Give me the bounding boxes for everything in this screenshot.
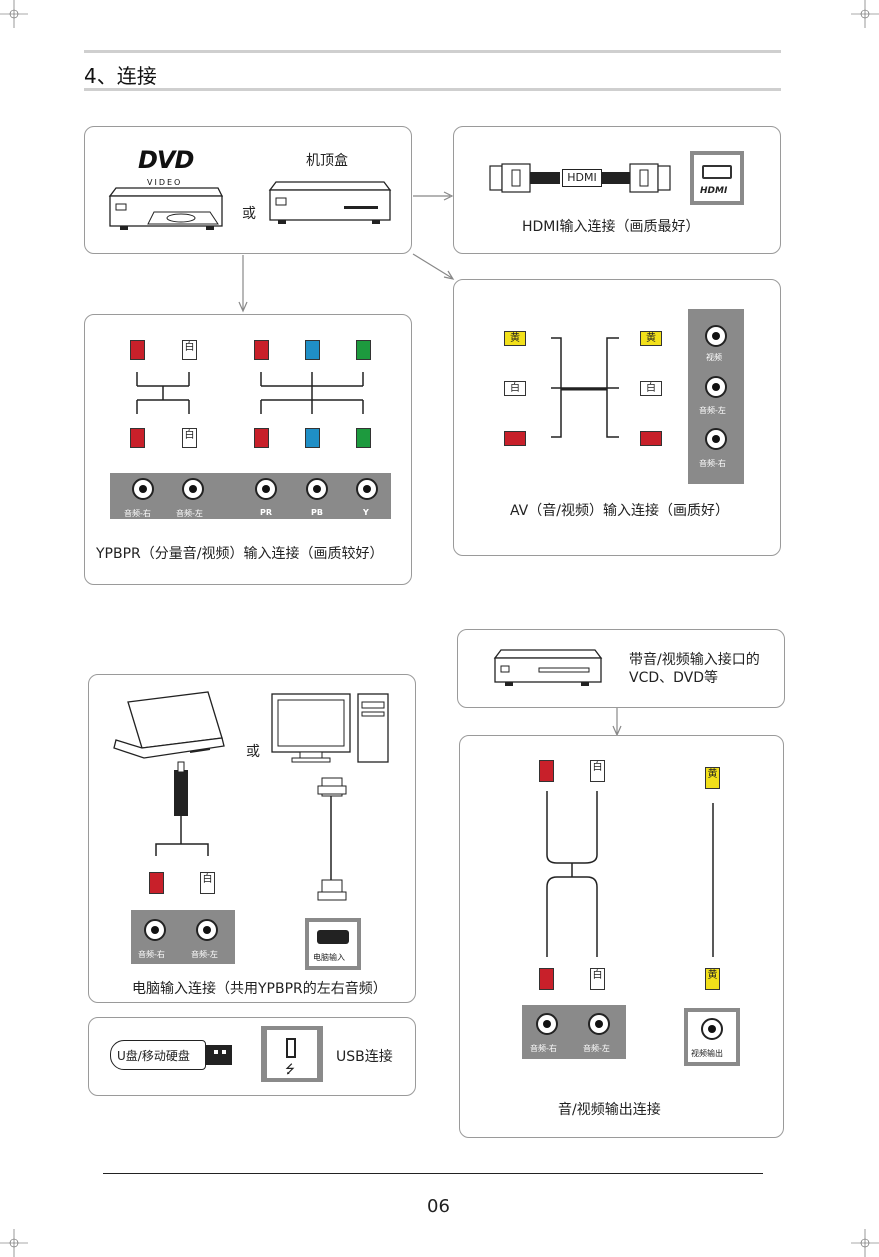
ypbpr-audio-right-plug-top	[130, 340, 145, 360]
ypbpr-audio-right-plug-bottom	[130, 428, 145, 448]
hdmi-cable-icon	[489, 163, 671, 193]
header-top-rule	[84, 50, 781, 53]
av-port-label: 视频	[706, 353, 722, 362]
ypbpr-port-label: PR	[260, 508, 273, 517]
pc-port-label: 音频-左	[191, 950, 218, 959]
av-video-plug-left: 黄	[504, 331, 526, 346]
usb-symbol-icon: ⭍	[285, 1062, 295, 1076]
video-out-port: 视频输出	[688, 1012, 736, 1062]
footer-rule	[103, 1173, 763, 1174]
output-audio-left-jack	[588, 1013, 610, 1035]
output-video-plug-top: 黄	[705, 767, 720, 789]
ypbpr-y-plug-bottom	[356, 428, 371, 448]
ypbpr-audio-left-plug-top: 白	[182, 340, 197, 360]
dvd-logo: DVD	[138, 146, 194, 174]
ypbpr-pr-plug-top	[254, 340, 269, 360]
ypbpr-audio-left-plug-bottom: 白	[182, 428, 197, 448]
hdmi-cable-label: HDMI	[562, 169, 602, 187]
usb-drive-icon: U盘/移动硬盘	[110, 1040, 206, 1070]
ypbpr-port-label: Y	[363, 508, 369, 517]
ypbpr-pb-plug-top	[305, 340, 320, 360]
dvd-player-icon	[108, 187, 224, 230]
hdmi-caption: HDMI输入连接（画质最好）	[522, 219, 700, 235]
vcd-dvd-player-icon	[493, 649, 603, 686]
output-port-label: 音频-右	[530, 1044, 557, 1053]
av-audio-right-plug-left	[504, 431, 526, 446]
av-audio-right-jack	[705, 428, 727, 450]
av-output-cables-icon	[546, 790, 714, 957]
output-device-caption: 带音/视频输入接口的 VCD、DVD等	[629, 652, 760, 686]
ypbpr-pr-jack	[255, 478, 277, 500]
av-cables-icon	[551, 337, 619, 438]
ypbpr-audio-left-jack	[182, 478, 204, 500]
desktop-pc-icon	[271, 693, 389, 763]
pc-audio-left-jack	[196, 919, 218, 941]
or-label-1: 或	[242, 206, 256, 222]
pc-audio-right-plug	[149, 872, 164, 894]
ypbpr-audio-right-jack	[132, 478, 154, 500]
ypbpr-y-plug-top	[356, 340, 371, 360]
ypbpr-y-jack	[356, 478, 378, 500]
ypbpr-port-label: PB	[311, 508, 323, 517]
output-video-plug-bottom: 黄	[705, 968, 720, 990]
pc-audio-right-jack	[144, 919, 166, 941]
usb-device-label: U盘/移动硬盘	[117, 1049, 190, 1063]
ypbpr-cables-icon	[136, 372, 364, 414]
av-caption: AV（音/视频）输入连接（画质好）	[510, 503, 729, 519]
vga-port-label: 电脑输入	[313, 953, 345, 962]
or-label-2: 或	[246, 744, 260, 760]
av-output-caption: 音/视频输出连接	[558, 1102, 661, 1118]
hdmi-port: HDMI	[694, 155, 740, 201]
page-number: 06	[427, 1196, 450, 1217]
output-audio-right-jack	[536, 1013, 558, 1035]
av-video-plug-right: 黄	[640, 331, 662, 346]
hdmi-port-label: HDMI	[700, 186, 728, 196]
section-title: 4、连接	[84, 64, 157, 88]
laptop-icon	[113, 691, 225, 759]
dvd-logo-sub: VIDEO	[147, 178, 183, 187]
av-audio-left-plug-left: 白	[504, 381, 526, 396]
pc-audio-left-plug: 白	[200, 872, 215, 894]
output-audio-right-plug-bottom	[539, 968, 554, 990]
av-port-label: 音频-右	[699, 459, 726, 468]
av-port-label: 音频-左	[699, 406, 726, 415]
ypbpr-port-label: 音频-右	[124, 509, 151, 518]
ypbpr-port-panel	[110, 473, 391, 519]
output-audio-left-plug-bottom: 白	[590, 968, 605, 990]
pc-caption: 电脑输入连接（共用YPBPR的左右音频）	[132, 981, 387, 997]
output-port-label: 音频-左	[583, 1044, 610, 1053]
ypbpr-port-label: 音频-左	[176, 509, 203, 518]
ypbpr-pb-jack	[306, 478, 328, 500]
usb-port: ⭍	[267, 1030, 317, 1078]
vga-port: 电脑输入	[309, 922, 357, 966]
header-bottom-rule	[84, 88, 781, 91]
av-video-jack	[705, 325, 727, 347]
av-audio-right-plug-right	[640, 431, 662, 446]
video-out-jack	[701, 1018, 723, 1040]
av-output-box	[459, 735, 784, 1138]
usb-caption: USB连接	[336, 1049, 393, 1065]
pc-port-label: 音频-右	[138, 950, 165, 959]
output-audio-left-plug-top: 白	[590, 760, 605, 782]
usb-plug-icon	[206, 1045, 232, 1065]
stb-label: 机顶盒	[306, 153, 348, 169]
ypbpr-pb-plug-bottom	[305, 428, 320, 448]
av-audio-left-jack	[705, 376, 727, 398]
output-audio-right-plug-top	[539, 760, 554, 782]
av-audio-left-plug-right: 白	[640, 381, 662, 396]
set-top-box-icon	[268, 181, 392, 224]
video-out-label: 视频输出	[691, 1049, 723, 1058]
usb-connection-box	[88, 1017, 416, 1096]
ypbpr-caption: YPBPR（分量音/视频）输入连接（画质较好）	[96, 546, 384, 562]
ypbpr-pr-plug-bottom	[254, 428, 269, 448]
pc-cables-icon	[155, 761, 347, 901]
